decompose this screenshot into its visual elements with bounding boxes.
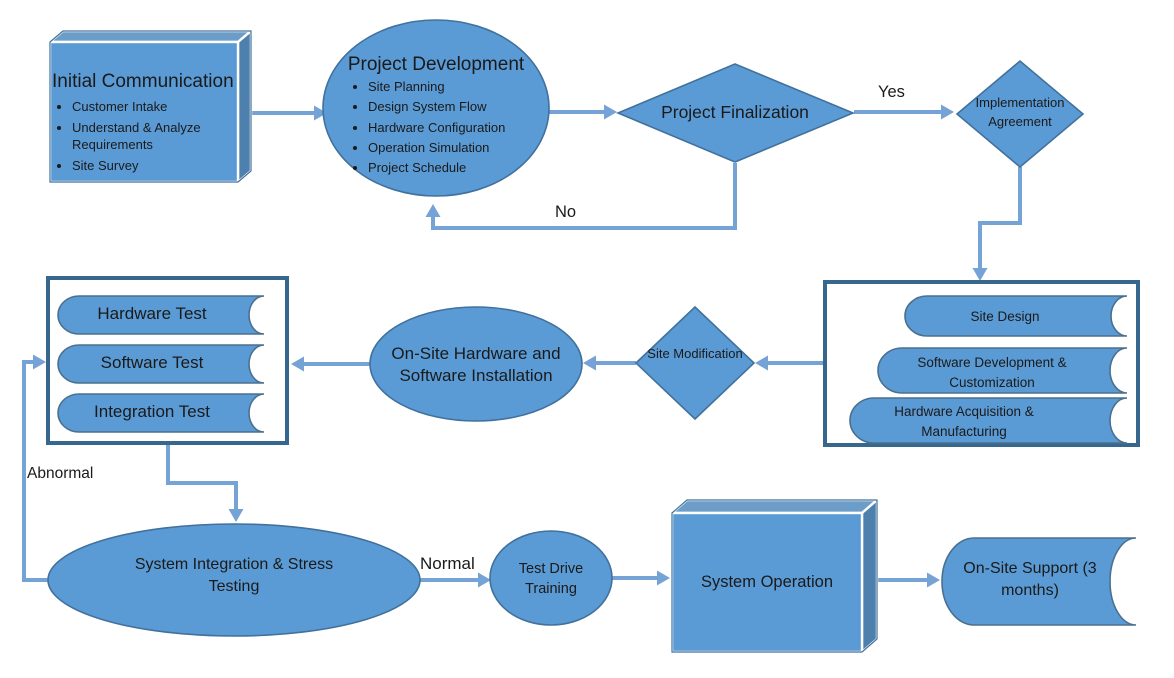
- connector-line: [22, 360, 48, 582]
- hardware-acquisition-tape: [849, 397, 1128, 444]
- software-development-tape: [877, 347, 1128, 394]
- conn-agreement-to-design-box: [972, 167, 1022, 281]
- box-side-face: [860, 497, 879, 655]
- bullet-item: Operation Simulation: [368, 140, 532, 156]
- hardware-test-tape: [57, 295, 265, 335]
- test-drive-label: Test Drive Training: [518, 561, 584, 597]
- site-modification-diamond: [634, 305, 756, 421]
- project-development-title: Project Development: [347, 54, 525, 75]
- edge-label-abnormal: Abnormal: [27, 465, 94, 482]
- bullet-item: Hardware Configuration: [368, 120, 532, 136]
- initial-communication-box: [46, 28, 255, 185]
- box-outline: [49, 30, 252, 183]
- implementation-agreement-label: Implementation Agreement: [975, 95, 1065, 129]
- onsite-support-tape: [941, 537, 1137, 626]
- edge-label-normal: Normal: [420, 554, 475, 573]
- conn-operation-to-support: [878, 572, 940, 588]
- implementation-agreement-diamond: [955, 59, 1085, 169]
- site-modification-label: Site Modification: [647, 346, 743, 361]
- system-integration-label: System Integration & Stress Testing: [134, 556, 334, 595]
- arrowhead-down: [972, 268, 988, 281]
- onsite-installation-label: On-Site Hardware and Software Installati…: [391, 344, 561, 386]
- conn-development-to-finalization: [549, 104, 617, 120]
- conn-finalization-no-to-development: [425, 163, 737, 230]
- box-front-face: [670, 511, 864, 654]
- bullet-item: Site Planning: [368, 79, 532, 95]
- connector-line: [431, 163, 737, 230]
- project-development-bullets: Site Planning Design System Flow Hardwar…: [352, 79, 532, 180]
- conn-initial-to-development: [251, 105, 327, 121]
- arrowhead-right: [314, 105, 327, 121]
- arrowhead-right: [941, 104, 954, 120]
- hardware-test-label: Hardware Test: [97, 304, 207, 323]
- onsite-installation-ellipse: [369, 306, 583, 422]
- bullet-item: Understand & Analyze Requirements: [72, 119, 234, 154]
- initial-communication-bullets: Customer Intake Understand & Analyze Req…: [56, 98, 234, 177]
- conn-test-drive-to-operation: [612, 570, 670, 586]
- bullet-item: Design System Flow: [368, 99, 532, 115]
- box-side-face: [236, 28, 253, 185]
- edge-label-yes: Yes: [878, 83, 905, 101]
- box-top-face: [46, 29, 255, 44]
- software-test-tape: [57, 344, 265, 384]
- hardware-acquisition-label: Hardware Acquisition & Manufacturing: [894, 404, 1034, 439]
- system-operation-label: System Operation: [700, 573, 834, 591]
- arrowhead-right: [478, 572, 491, 588]
- arrowhead-right: [604, 104, 617, 120]
- project-finalization-diamond: [615, 63, 856, 163]
- site-design-label: Site Design: [970, 309, 1040, 324]
- arrowhead-left: [583, 355, 596, 371]
- integration-test-label: Integration Test: [94, 402, 210, 421]
- connector-line: [978, 167, 1022, 268]
- software-development-label: Software Development & Customization: [917, 355, 1067, 390]
- arrowhead-left: [755, 355, 768, 371]
- integration-test-tape: [57, 393, 265, 433]
- conn-integration-abnormal-to-test-box: [22, 354, 48, 582]
- conn-finalization-yes-to-agreement: [854, 104, 954, 120]
- arrowhead-right: [927, 572, 940, 588]
- bullet-item: Customer Intake: [72, 98, 234, 116]
- system-integration-ellipse: [47, 523, 421, 637]
- edge-label-no: No: [555, 203, 577, 221]
- conn-design-box-to-site-modification: [755, 355, 823, 371]
- box-top-face: [668, 498, 881, 515]
- conn-integration-normal-to-test-drive: [420, 572, 491, 588]
- initial-communication-title: Initial Communication: [52, 71, 234, 92]
- box-outline: [671, 499, 878, 653]
- bullet-item: Site Survey: [72, 157, 234, 175]
- project-finalization-label: Project Finalization: [661, 102, 809, 122]
- arrowhead-down: [228, 509, 244, 522]
- onsite-support-label: On-Site Support (3 months): [963, 560, 1097, 599]
- arrowhead-up: [425, 204, 441, 217]
- arrowhead-right: [657, 570, 670, 586]
- site-design-tape: [904, 295, 1128, 337]
- software-test-label: Software Test: [100, 353, 204, 372]
- bullet-item: Project Schedule: [368, 160, 532, 176]
- project-development-ellipse: [322, 19, 550, 197]
- arrowhead-left: [291, 356, 304, 372]
- arrowhead-right: [33, 354, 46, 370]
- connector-line: [166, 444, 238, 509]
- conn-test-box-to-integration: [166, 444, 244, 522]
- conn-site-modification-to-installation: [583, 355, 636, 371]
- box-front-face: [48, 40, 240, 184]
- conn-installation-to-test-box: [291, 356, 370, 372]
- test-drive-ellipse: [489, 530, 613, 626]
- system-operation-box: [668, 497, 881, 655]
